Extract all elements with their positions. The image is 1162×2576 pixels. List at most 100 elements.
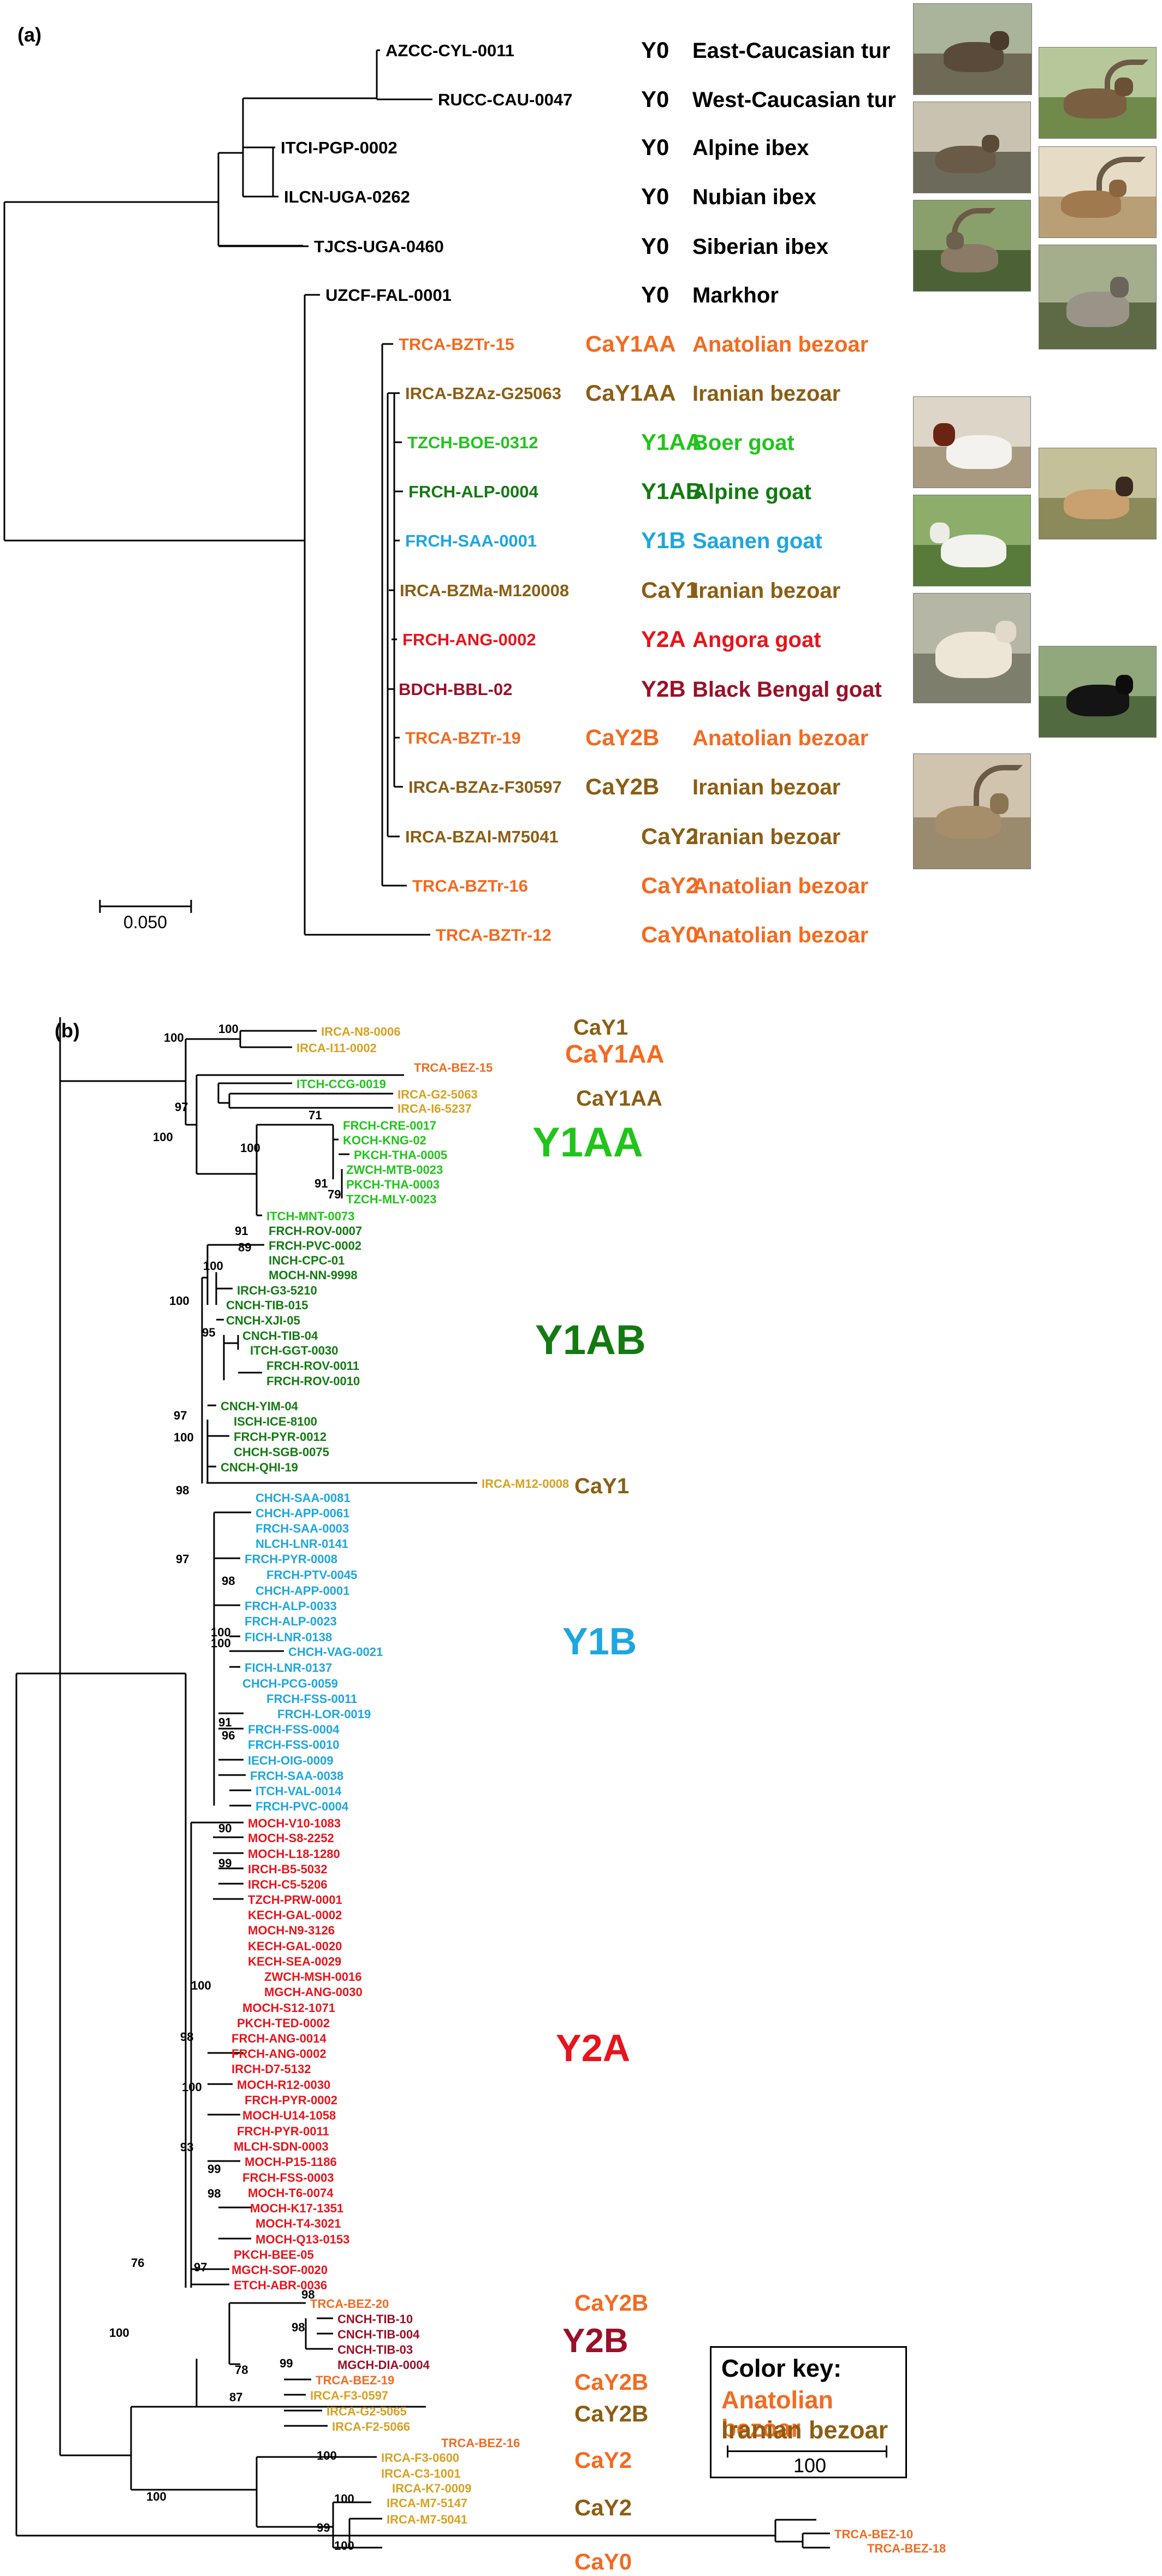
leaf-label: TZCH-PRW-0001	[248, 1893, 342, 1907]
haplogroup-label: Y0	[641, 86, 669, 112]
haplogroup-label: CaY1AA	[585, 380, 676, 406]
angora-goat-photo	[913, 593, 1031, 703]
bootstrap-value: 99	[218, 1856, 232, 1870]
bootstrap-value: 93	[180, 2140, 193, 2154]
taxon-id: IRCA-BZAz-F30597	[408, 777, 562, 797]
species-label: Nubian ibex	[692, 185, 816, 209]
leaf-label: MOCH-N9-3126	[248, 1924, 335, 1937]
species-label: Anatolian bezoar	[692, 923, 868, 947]
leaf-label: FRCH-PTV-0045	[266, 1568, 357, 1582]
clade-label: Y1AA	[532, 1119, 643, 1166]
leaf-label: IRCH-B5-5032	[248, 1862, 328, 1876]
bootstrap-value: 100	[146, 2490, 167, 2503]
leaf-label: FRCH-PYR-0011	[237, 2124, 329, 2138]
species-label: Alpine ibex	[692, 136, 809, 160]
boer-goat-photo	[913, 396, 1031, 488]
panel-a-label: (a)	[17, 23, 42, 46]
species-label: Siberian ibex	[692, 235, 828, 259]
leaf-label: FRCH-FSS-0011	[266, 1692, 357, 1706]
saanen-goat-photo	[913, 495, 1031, 586]
leaf-label: IRCA-G2-5063	[398, 1088, 478, 1101]
leaf-label: CHCH-APP-0061	[256, 1506, 349, 1520]
leaf-label: MOCH-R12-0030	[237, 2078, 330, 2092]
clade-label: Y1B	[562, 1620, 637, 1663]
bootstrap-value: 100	[182, 2080, 202, 2094]
bootstrap-value: 100	[240, 1141, 260, 1155]
bootstrap-value: 97	[175, 1100, 188, 1114]
clade-label: CaY2B	[574, 2401, 648, 2426]
leaf-label: IRCA-F3-0597	[310, 2389, 388, 2402]
species-label: Iranian bezoar	[692, 775, 840, 799]
species-label: Iranian bezoar	[692, 825, 840, 849]
taxon-id: UZCF-FAL-0001	[325, 286, 452, 305]
leaf-label: CNCH-XJI-05	[226, 1314, 300, 1327]
alpine-goat-photo	[1039, 448, 1157, 539]
bootstrap-value: 95	[202, 1326, 215, 1339]
leaf-label: MOCH-T6-0074	[248, 2186, 334, 2200]
leaf-label: CNCH-TIB-004	[337, 2328, 420, 2341]
leaf-label: NLCH-LNR-0141	[256, 1537, 348, 1551]
haplogroup-label: Y2B	[641, 676, 686, 702]
panel-b-bootstrap-values: 1001009710071100917991891001009597100989…	[109, 1022, 354, 2553]
haplogroup-label: CaY1AA	[585, 331, 676, 357]
leaf-label: MOCH-NN-9998	[269, 1268, 358, 1282]
leaf-label: TRCA-BEZ-18	[867, 2542, 946, 2555]
panel-b-label: (b)	[55, 1019, 80, 1042]
bootstrap-value: 100	[169, 1294, 189, 1308]
alpine-ibex-photo	[913, 102, 1031, 193]
leaf-label: FRCH-ROV-0007	[269, 1224, 362, 1238]
leaf-label: FRCH-ALP-0033	[245, 1599, 337, 1613]
leaf-label: FRCH-FSS-0004	[248, 1723, 340, 1736]
bootstrap-value: 100	[334, 2539, 354, 2553]
bootstrap-value: 100	[109, 2326, 129, 2340]
bootstrap-value: 100	[211, 1625, 231, 1639]
haplogroup-label: CaY2B	[585, 774, 659, 799]
haplogroup-label: CaY2B	[585, 725, 659, 750]
species-label: East-Caucasian tur	[692, 39, 890, 63]
clade-label: CaY1	[573, 1016, 628, 1040]
leaf-label: MOCH-Q13-0153	[256, 2233, 349, 2246]
clade-label: CaY1AA	[565, 1040, 665, 1068]
species-label: Black Bengal goat	[692, 678, 882, 702]
leaf-label: TZCH-MLY-0023	[346, 1192, 436, 1206]
bootstrap-value: 91	[218, 1716, 232, 1729]
leaf-label: TRCA-BEZ-20	[310, 2297, 389, 2311]
leaf-label: IRCA-F2-5066	[332, 2420, 410, 2433]
taxon-id: BDCH-BBL-02	[399, 680, 512, 699]
leaf-label: IRCH-D7-5132	[232, 2062, 311, 2076]
leaf-label: IRCA-M7-5041	[387, 2513, 467, 2526]
leaf-label: FICH-LNR-0137	[245, 1661, 332, 1675]
leaf-label: CHCH-VAG-0021	[288, 1645, 383, 1659]
bootstrap-value: 100	[153, 1130, 173, 1144]
leaf-label: CNCH-TIB-10	[337, 2312, 413, 2326]
leaf-label: FRCH-ANG-0002	[232, 2047, 327, 2061]
leaf-label: PKCH-BEE-05	[234, 2248, 314, 2262]
species-label: Boer goat	[692, 431, 795, 455]
leaf-label: FRCH-SAA-0003	[256, 1522, 349, 1535]
leaf-label: MOCH-T4-3021	[256, 2217, 341, 2230]
bootstrap-value: 100	[317, 2449, 337, 2462]
east-caucasian-tur-photo	[913, 3, 1032, 95]
taxon-id: ILCN-UGA-0262	[284, 187, 410, 206]
species-label: Anatolian bezoar	[692, 726, 868, 750]
bootstrap-value: 99	[280, 2357, 293, 2370]
leaf-label: IECH-OIG-0009	[248, 1754, 334, 1767]
leaf-label: KECH-GAL-0002	[248, 1908, 342, 1922]
leaf-label: KOCH-KNG-02	[343, 1133, 426, 1147]
panel-b-scale-bar	[727, 2446, 887, 2458]
bootstrap-value: 96	[222, 1729, 235, 1742]
bootstrap-value: 79	[328, 1188, 341, 1201]
bezoar-photo	[913, 753, 1031, 869]
bootstrap-value: 98	[180, 2030, 193, 2044]
haplogroup-label: Y0	[641, 183, 669, 209]
taxon-id: IRCA-BZAz-G25063	[405, 384, 561, 403]
haplogroup-label: CaY0	[641, 922, 698, 947]
bootstrap-value: 100	[218, 1022, 239, 1036]
species-label: Iranian bezoar	[692, 382, 840, 406]
bootstrap-value: 100	[174, 1431, 194, 1444]
clade-label: CaY2B	[574, 2290, 648, 2316]
leaf-label: FRCH-ROV-0011	[266, 1359, 359, 1373]
leaf-label: MGCH-SOF-0020	[232, 2263, 328, 2277]
leaf-label: IRCA-F3-0600	[381, 2451, 459, 2465]
